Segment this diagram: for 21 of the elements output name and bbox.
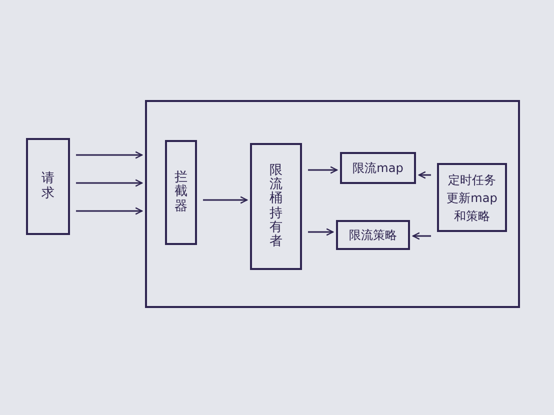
arrow [308,166,338,174]
arrow [76,151,143,159]
process-box [437,163,507,232]
arrow [308,228,334,236]
container-box [145,100,520,308]
arrow [76,207,143,215]
process-box [165,140,197,245]
arrow [203,196,248,204]
arrow [76,179,143,187]
node-label: 定时任务更新map和策略 [446,172,498,224]
arrow [412,232,431,240]
process-box [340,152,416,184]
node-label: 限流策略 [349,227,397,244]
vertical-label: 拦截器 [174,171,188,214]
node-label: 限流map [352,160,404,177]
process-box [26,138,70,235]
process-box [250,143,302,270]
vertical-label: 限流桶持有者 [270,164,282,250]
process-box [336,220,410,250]
vertical-label: 请求 [42,172,54,201]
arrow [418,171,431,179]
